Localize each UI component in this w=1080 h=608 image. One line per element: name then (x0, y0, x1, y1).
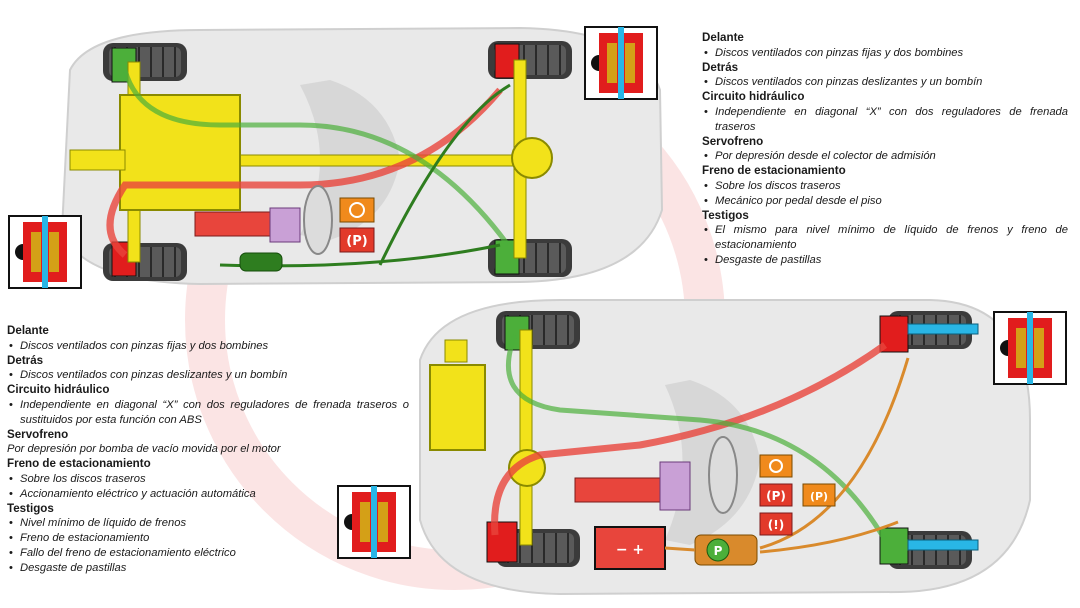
spec-bottom-servo-item: Por depresión por bomba de vacío movida … (7, 443, 281, 456)
spec-bottom-rear-title: Detrás (7, 353, 44, 367)
spec-top-lamps-item-1: El mismo para nivel mínimo de líquido de… (702, 223, 1068, 253)
bottom-caliper-rr (879, 527, 909, 565)
bottom-front-axle (519, 329, 533, 546)
top-engine (119, 94, 241, 211)
spec-top-parking-item-2: Mecánico por pedal desde el piso (702, 194, 1068, 209)
bottom-rear-disc-rl (907, 323, 979, 335)
spec-bottom-parking-title: Freno de estacionamiento (7, 457, 151, 471)
bottom-battery-icon: − + (594, 526, 666, 570)
bottom-rear-disc-rr (907, 539, 979, 551)
top-parking-brake-warning-icon: (P) (339, 227, 375, 253)
battery-symbols: − + (616, 542, 644, 558)
spec-bottom-front-title: Delante (7, 324, 49, 337)
spec-bottom-parking-item-1: Sobre los discos traseros (7, 472, 409, 487)
spec-top-servo-title: Servofreno (702, 134, 764, 148)
top-differential (511, 137, 553, 179)
top-hydraulic-line-red (106, 87, 503, 258)
bottom-hydraulic-line-green (505, 334, 888, 542)
bottom-brake-wear-warning-icon (759, 454, 793, 478)
spec-bottom-front-item: Discos ventilados con pinzas fijas y dos… (7, 339, 409, 354)
top-vacuum-tank (239, 252, 283, 272)
spec-top-lamps-item-2: Desgaste de pastillas (702, 253, 1068, 268)
spec-bottom-lamps-item-3: Fallo del freno de estacionamiento eléct… (7, 546, 409, 561)
top-rear-caliper-detail (584, 26, 658, 100)
svg-text:(P): (P) (766, 489, 786, 503)
top-brake-pedal (303, 185, 333, 255)
spec-panel-bottom: Delante Discos ventilados con pinzas fij… (7, 324, 409, 576)
spec-top-rear-item: Discos ventilados con pinzas deslizantes… (702, 75, 1068, 90)
bottom-epb-cable-rear-right (759, 520, 899, 554)
spec-top-servo-item: Por depresión desde el colector de admis… (702, 149, 1068, 164)
spec-bottom-parking-item-2: Accionamiento eléctrico y actuación auto… (7, 487, 409, 502)
spec-bottom-lamps-item-1: Nivel mínimo de líquido de frenos (7, 516, 409, 531)
spec-top-parking-item-1: Sobre los discos traseros (702, 179, 1068, 194)
spec-top-parking-title: Freno de estacionamiento (702, 164, 846, 178)
spec-top-front-item: Discos ventilados con pinzas fijas y dos… (702, 46, 1068, 61)
spec-bottom-circuit-item: Independiente en diagonal “X” con dos re… (7, 398, 409, 428)
bottom-rear-caliper-detail (993, 311, 1067, 385)
bottom-hydraulic-line-red (491, 342, 888, 536)
spec-bottom-rear-item: Discos ventilados con pinzas deslizantes… (7, 368, 409, 383)
bottom-intake (444, 339, 468, 363)
spec-top-front-title: Delante (702, 31, 744, 44)
epb-control-unit-label: P (714, 544, 723, 558)
spec-bottom-servo-title: Servofreno (7, 427, 69, 441)
svg-text:(P): (P) (810, 490, 828, 503)
spec-panel-top: Delante Discos ventilados con pinzas fij… (702, 31, 1068, 268)
spec-top-circuit-title: Circuito hidráulico (702, 90, 805, 104)
spec-top-lamps-title: Testigos (702, 208, 749, 222)
bottom-battery-wire (664, 546, 696, 552)
bottom-servo-booster (659, 461, 691, 511)
spec-bottom-lamps-item-4: Desgaste de pastillas (7, 561, 409, 576)
bottom-epb-control-unit-icon: P (694, 534, 758, 566)
spec-top-rear-title: Detrás (702, 60, 739, 74)
bottom-epb-fault-icon: (P) (802, 483, 836, 507)
svg-text:(P): (P) (346, 234, 367, 249)
top-servo-booster (269, 207, 301, 243)
bottom-electric-parking-brake-icon: (P) (759, 483, 793, 507)
bottom-epb-cable-rear-left (759, 357, 910, 550)
top-exhaust (69, 149, 126, 171)
top-hydraulic-line-green (122, 69, 511, 247)
bottom-vehicle: (P) (P) (!) − + P (337, 299, 1067, 596)
bottom-engine (429, 364, 486, 451)
spec-bottom-lamps-item-2: Freno de estacionamiento (7, 531, 409, 546)
top-front-caliper-detail (8, 215, 82, 289)
top-vehicle: (P) (8, 26, 664, 289)
top-brake-wear-warning-icon (339, 197, 375, 223)
bottom-brake-fluid-warning-icon: (!) (759, 512, 793, 536)
bottom-brake-pedal (708, 436, 738, 514)
spec-bottom-circuit-title: Circuito hidráulico (7, 383, 110, 397)
spec-top-circuit-item: Independiente en diagonal “X” con dos re… (702, 105, 1068, 135)
spec-bottom-lamps-title: Testigos (7, 501, 54, 515)
svg-text:(!): (!) (768, 518, 784, 532)
